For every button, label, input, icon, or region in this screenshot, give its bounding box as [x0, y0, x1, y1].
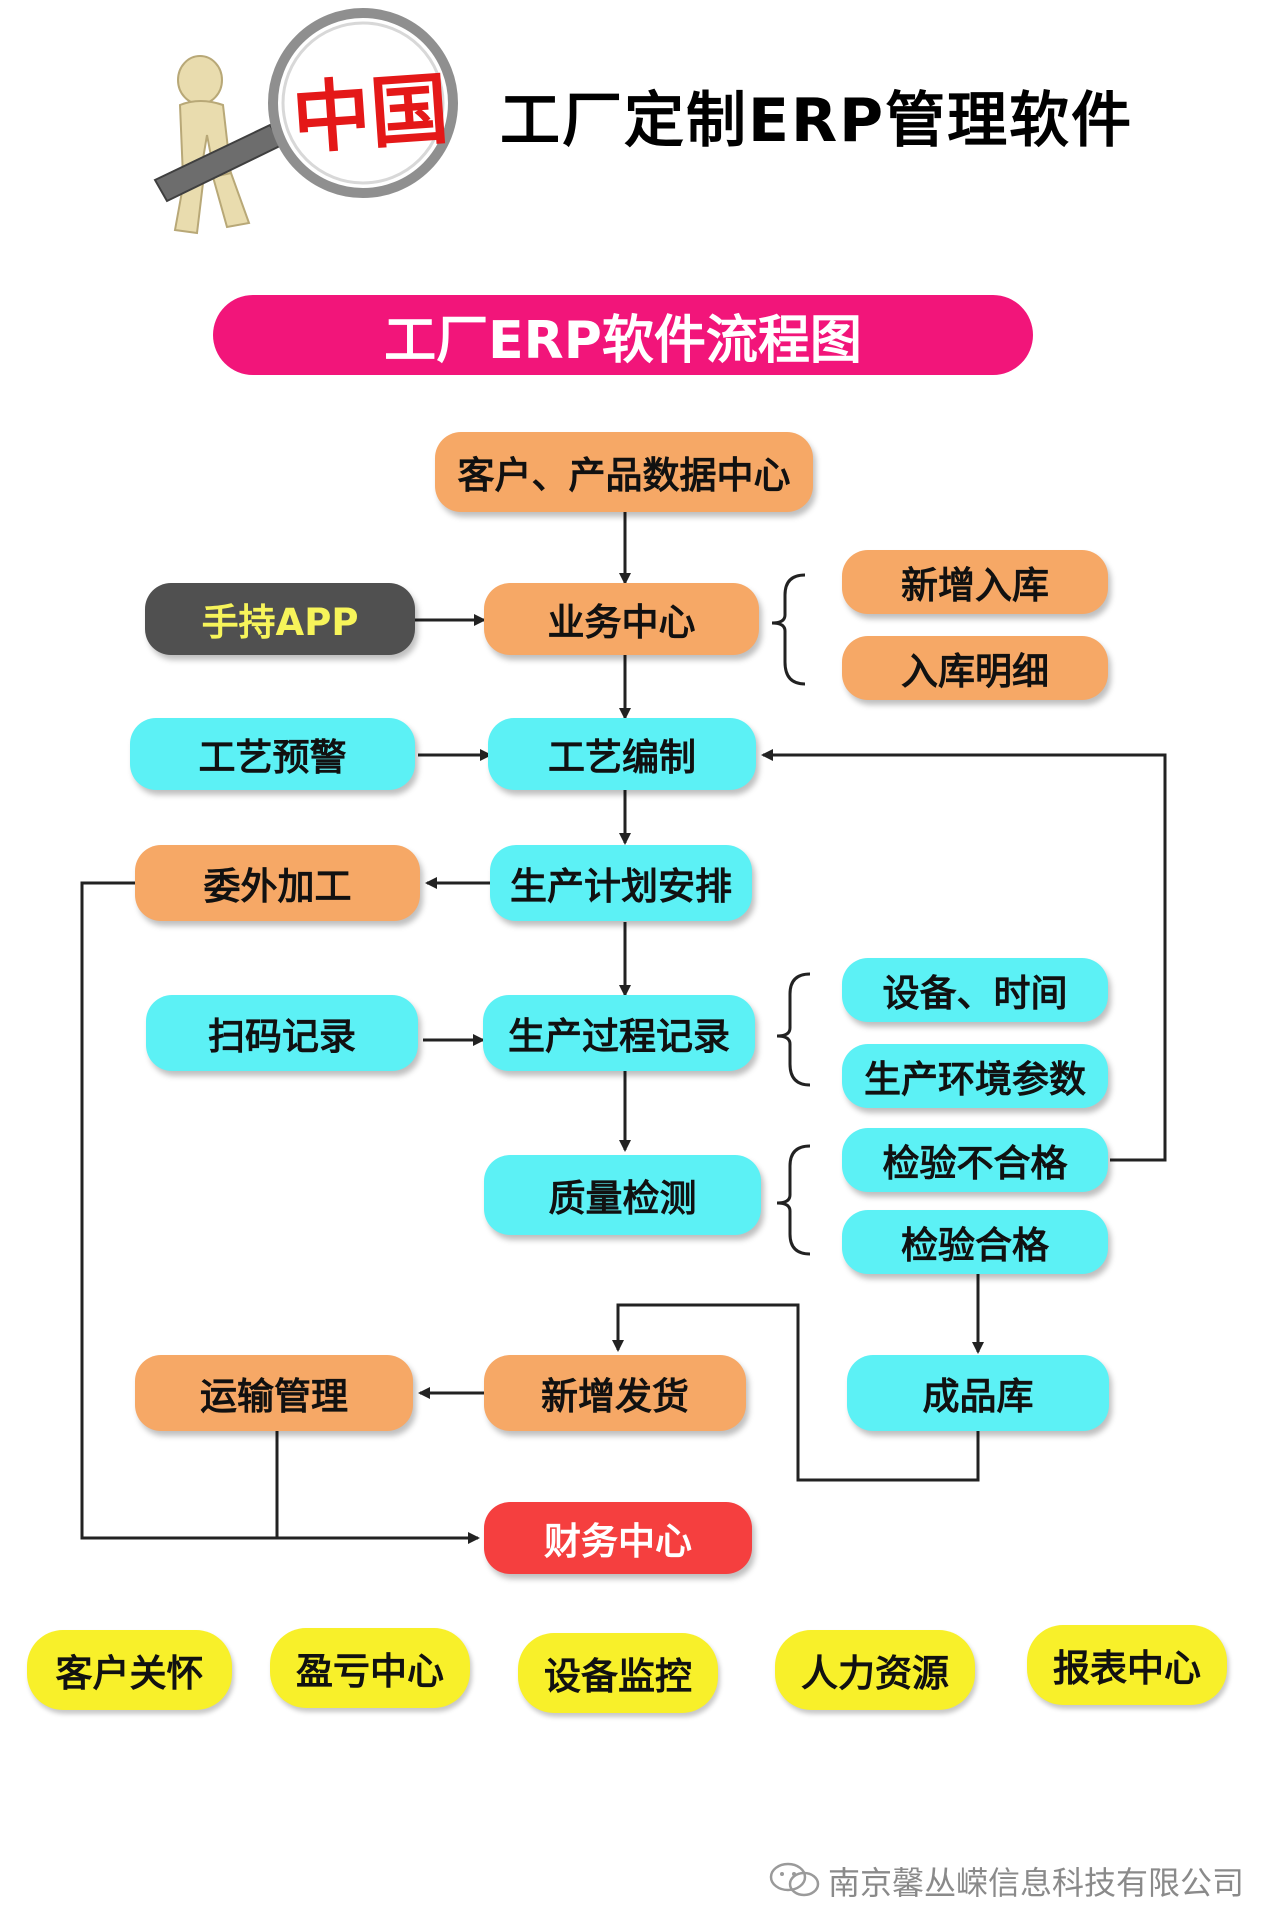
node-production-record: 生产过程记录 [483, 995, 755, 1071]
node-check-pass: 检验合格 [842, 1210, 1108, 1274]
node-transport: 运输管理 [135, 1355, 413, 1431]
node-outsourcing: 委外加工 [135, 845, 420, 921]
node-finance: 财务中心 [484, 1502, 752, 1574]
module-report-center: 报表中心 [1027, 1625, 1227, 1705]
node-production-env: 生产环境参数 [842, 1044, 1108, 1108]
page-title: 工厂定制ERP管理软件 [500, 86, 1134, 156]
node-production-plan: 生产计划安排 [490, 845, 752, 921]
node-check-fail: 检验不合格 [842, 1128, 1108, 1192]
module-profit-loss: 盈亏中心 [270, 1628, 470, 1708]
watermark-company: 南京馨丛嵘信息科技有限公司 [828, 1864, 1245, 1902]
module-human-resources: 人力资源 [775, 1630, 975, 1710]
node-equipment-time: 设备、时间 [842, 958, 1108, 1022]
node-new-inbound: 新增入库 [842, 550, 1108, 614]
node-new-shipment: 新增发货 [484, 1355, 746, 1431]
node-scan-record: 扫码记录 [146, 995, 418, 1071]
node-finished-goods: 成品库 [847, 1355, 1109, 1431]
wechat-icon [769, 1862, 820, 1897]
logo-figure [153, 8, 458, 235]
node-business-center: 业务中心 [484, 583, 759, 655]
node-customer-product-data: 客户、产品数据中心 [435, 432, 813, 512]
node-inbound-detail: 入库明细 [842, 636, 1108, 700]
node-process-warning: 工艺预警 [130, 718, 415, 790]
flowchart-banner: 工厂ERP软件流程图 [213, 295, 1033, 375]
module-equipment-monitor: 设备监控 [518, 1633, 718, 1713]
node-quality-check: 质量检测 [484, 1155, 761, 1235]
node-process-edit: 工艺编制 [488, 718, 756, 790]
node-handheld-app: 手持APP [145, 583, 415, 655]
module-customer-care: 客户关怀 [27, 1630, 232, 1710]
